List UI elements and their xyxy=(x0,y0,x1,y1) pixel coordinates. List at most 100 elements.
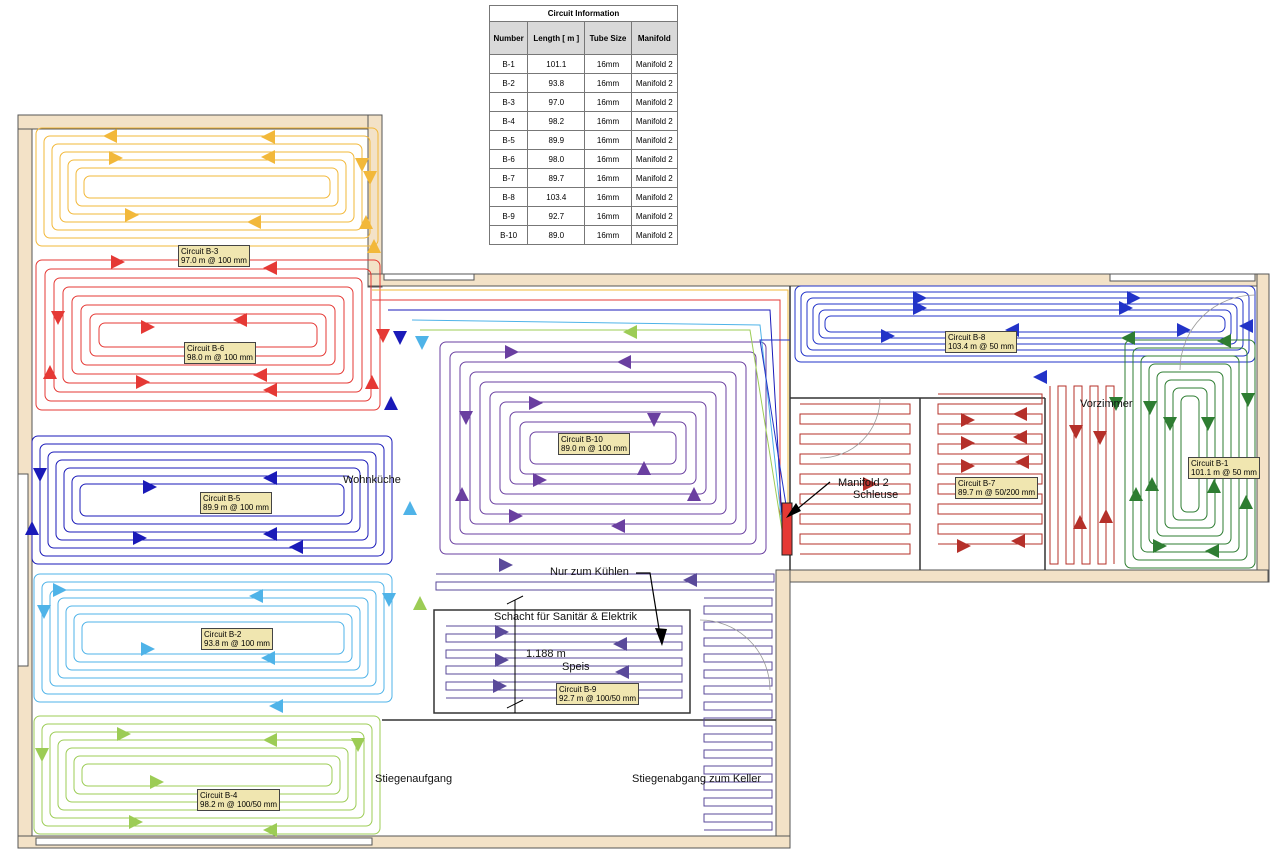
coil-loop xyxy=(499,401,707,495)
flow-arrow xyxy=(141,642,155,656)
flow-arrow xyxy=(351,738,365,752)
flow-arrow xyxy=(261,651,275,665)
flow-arrow xyxy=(261,150,275,164)
coil-loop xyxy=(81,621,345,655)
feed-line xyxy=(411,319,783,526)
flow-arrow xyxy=(455,487,469,501)
flow-arrow xyxy=(1119,301,1133,315)
room-stiegenabgang: Stiegenabgang zum Keller xyxy=(632,773,762,785)
flow-arrow xyxy=(913,301,927,315)
flow-arrow xyxy=(53,583,67,597)
flow-arrow xyxy=(683,573,697,587)
feed-line xyxy=(372,289,789,503)
table-cell: Manifold 2 xyxy=(630,149,679,169)
manifold-2[interactable] xyxy=(781,502,793,556)
flow-arrow xyxy=(117,727,131,741)
flow-arrow xyxy=(133,531,147,545)
coil-serpentine xyxy=(445,625,683,699)
coil-loop xyxy=(35,127,379,247)
flow-arrow xyxy=(611,519,625,533)
table-cell: 101.1 xyxy=(527,54,586,74)
flow-arrow xyxy=(637,461,651,475)
flow-arrow xyxy=(403,501,417,515)
heating-coils xyxy=(31,127,1256,835)
table-cell: 93.8 xyxy=(527,73,586,93)
coil-loop xyxy=(469,371,737,525)
flow-arrow xyxy=(687,487,701,501)
coil-loop xyxy=(818,309,1232,339)
flow-arrow xyxy=(111,255,125,269)
room-stiegenaufgang: Stiegenaufgang xyxy=(375,773,453,785)
flow-arrow xyxy=(961,413,975,427)
table-cell: B-7 xyxy=(488,168,529,188)
flow-arrow xyxy=(263,383,277,397)
feed-line xyxy=(759,339,790,506)
table-cell: B-8 xyxy=(488,187,529,207)
coil-loop xyxy=(439,341,767,555)
flow-arrow xyxy=(263,261,277,275)
flow-arrow xyxy=(37,605,51,619)
flow-arrow xyxy=(459,411,473,425)
coil-loop xyxy=(1148,363,1232,545)
flow-arrow xyxy=(1129,487,1143,501)
flow-arrow xyxy=(247,215,261,229)
flow-arrow xyxy=(1153,539,1167,553)
coil-loop xyxy=(35,259,381,411)
coil-loop xyxy=(43,135,371,239)
table-cell: B-6 xyxy=(488,149,529,169)
room-schleuse: Schleuse xyxy=(853,489,899,501)
door-swings xyxy=(699,294,1256,691)
flow-arrow xyxy=(263,733,277,747)
flow-arrow xyxy=(495,625,509,639)
col-number: Number xyxy=(488,21,529,55)
flow-arrow xyxy=(1241,393,1255,407)
flow-arrow xyxy=(1145,477,1159,491)
table-cell: B-1 xyxy=(488,54,529,74)
room-wohnkueche: Wohnküche xyxy=(343,474,401,486)
coil-loop xyxy=(824,315,1226,333)
coil-loop xyxy=(33,573,393,703)
coil-loop xyxy=(529,431,677,465)
coil-loop xyxy=(53,277,363,393)
flow-arrow xyxy=(1207,479,1221,493)
flow-arrow xyxy=(35,748,49,762)
table-cell: Manifold 2 xyxy=(630,130,679,150)
flow-arrow xyxy=(1011,534,1025,548)
coil-loop xyxy=(1164,379,1216,529)
flow-arrow xyxy=(43,365,57,379)
table-cell: Manifold 2 xyxy=(630,206,679,226)
coil-loop xyxy=(73,613,353,663)
table-cell: B-5 xyxy=(488,130,529,150)
table-cell: B-9 xyxy=(488,206,529,226)
manifold-pointer-head xyxy=(786,503,801,518)
coil-loop xyxy=(62,286,354,384)
flow-arrow xyxy=(263,471,277,485)
coil-loop xyxy=(1156,371,1224,537)
flow-arrow xyxy=(881,329,895,343)
flow-arrow xyxy=(355,158,369,172)
coil-loop xyxy=(1132,347,1248,561)
flow-arrow xyxy=(623,325,637,339)
coil-loop xyxy=(1124,339,1256,569)
flow-arrow xyxy=(263,527,277,541)
flow-arrow xyxy=(1099,509,1113,523)
flow-arrow xyxy=(125,208,139,222)
flow-arrow xyxy=(493,679,507,693)
coil-serpentine xyxy=(799,403,911,555)
coil-loop xyxy=(509,411,697,485)
kuehlen-pointer-head xyxy=(655,628,667,646)
table-cell: B-10 xyxy=(488,225,529,245)
coil-loop xyxy=(63,467,361,533)
